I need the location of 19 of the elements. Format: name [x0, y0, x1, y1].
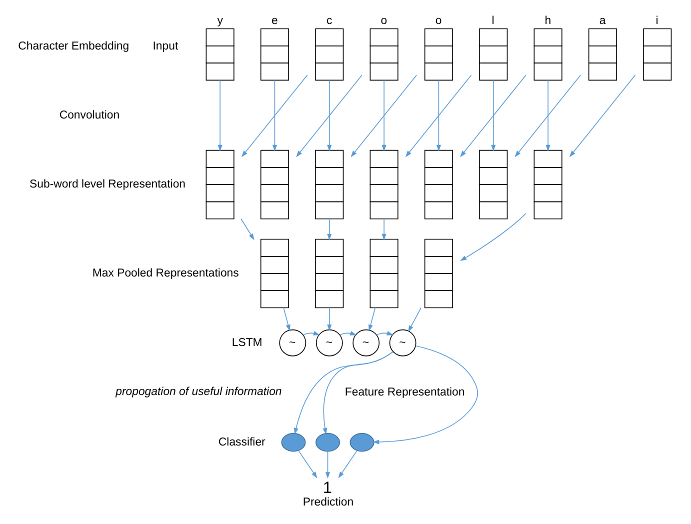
label: Classifier — [218, 436, 266, 448]
label: propogation of useful information — [116, 385, 282, 398]
node-label: c — [326, 14, 332, 27]
label: Sub-word level Representation — [30, 178, 186, 190]
node-label: l — [492, 14, 494, 27]
label: Convolution — [59, 108, 120, 121]
node-label: o — [380, 14, 388, 27]
label: LSTM — [232, 336, 262, 348]
node-label: e — [271, 14, 278, 27]
label: Character Embedding — [18, 40, 130, 52]
node-label: o — [435, 14, 442, 27]
node-label: a — [599, 14, 606, 27]
label: Max Pooled Representations — [92, 267, 239, 280]
node-label: h — [544, 14, 552, 27]
label: Input — [152, 40, 178, 52]
node-label: Feature Representation — [344, 386, 465, 398]
node-label: y — [217, 14, 223, 27]
node-label: i — [656, 14, 658, 27]
node-text: 1 Prediction — [302, 478, 354, 508]
